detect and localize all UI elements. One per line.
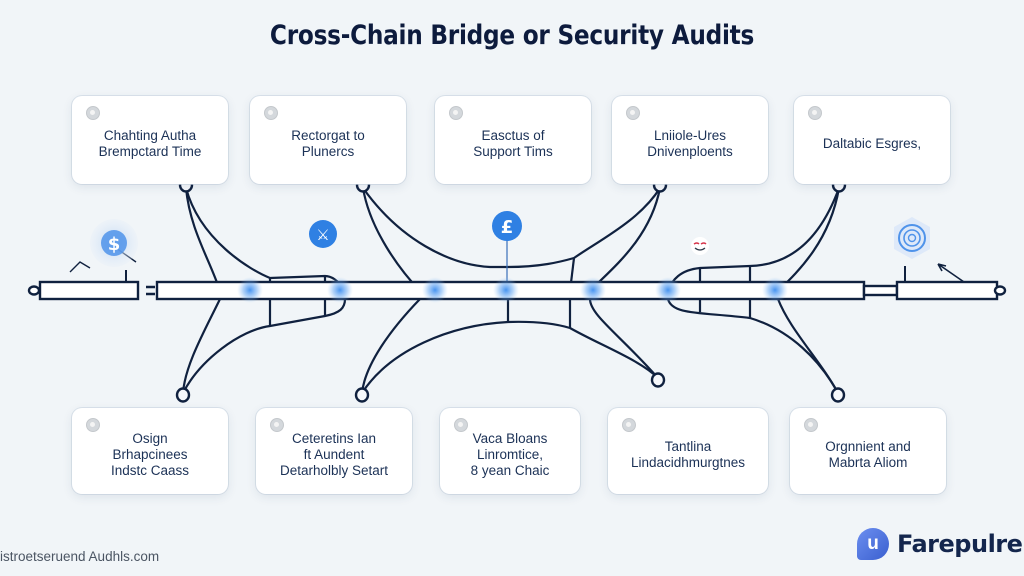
pound-icon: £ [492, 211, 522, 241]
deck-segment-left [38, 280, 140, 301]
brand-logo-icon: u [857, 528, 889, 560]
cable [360, 298, 421, 394]
info-card-bottom-5: Orgnnient and Mabrta Aliom [790, 408, 946, 494]
deck-connector [862, 284, 899, 297]
svg-text:⚔: ⚔ [316, 226, 329, 244]
cable [362, 187, 661, 269]
card-text: Chahting Autha Brempctard Time [98, 128, 202, 159]
brand-logo-group: u Farepulre [857, 528, 1023, 560]
card-text: Ceteretins Ian ft Aundent Detarholbly Se… [279, 431, 389, 478]
circle-icon [86, 106, 100, 120]
node-icon [580, 277, 606, 303]
anchor-ring [830, 387, 846, 403]
info-card-bottom-4: Tantlina Lindacidhmurgtnes [608, 408, 768, 494]
deck-segment-right [895, 280, 999, 301]
card-text: Lniiole-Ures Dnivenploents [647, 128, 733, 159]
circle-icon [454, 418, 468, 432]
cable [361, 187, 421, 292]
info-card-top-5: Daltabic Esgres, [794, 96, 950, 184]
info-card-bottom-2: Ceteretins Ian ft Aundent Detarholbly Se… [256, 408, 412, 494]
node-icon [327, 277, 353, 303]
info-card-bottom-1: Osign Brhapcinees Indstc Caass [72, 408, 228, 494]
hexagon-rose-icon [894, 217, 930, 259]
card-text: Daltabic Esgres, [822, 136, 922, 151]
card-text: Tantlina Lindacidhmurgtnes [630, 439, 746, 470]
arrow-left [69, 261, 91, 273]
dollar-coin-icon: $ [90, 219, 138, 267]
card-text: Easctus of Support Tims [473, 128, 553, 159]
deck-gap [146, 285, 155, 296]
circle-icon [626, 106, 640, 120]
circle-icon [86, 418, 100, 432]
anchor-ring [354, 387, 370, 403]
circle-icon [270, 418, 284, 432]
deck-end-cap [993, 285, 1007, 296]
card-text: Orgnnient and Mabrta Aliom [825, 439, 911, 470]
deck-end-cap [27, 285, 41, 296]
swords-icon: ⚔ [309, 220, 337, 248]
anchor-ring [650, 372, 666, 388]
info-card-bottom-3: Vaca Bloans Linromtice, 8 yean Chaic [440, 408, 580, 494]
info-card-top-2: Rectorgat to Plunercs [250, 96, 406, 184]
upper-cables [69, 187, 965, 292]
anchor-ring [175, 387, 191, 403]
cable [666, 187, 841, 292]
node-icon [237, 277, 263, 303]
cable [588, 298, 659, 379]
lower-cables [181, 298, 839, 394]
footer-url[interactable]: istroetseruend Audhls.com [0, 549, 160, 564]
arrow-right [937, 263, 965, 283]
cable [181, 298, 221, 394]
cable [361, 320, 659, 394]
svg-text:£: £ [501, 217, 514, 238]
cable [182, 298, 347, 394]
info-card-top-4: Lniiole-Ures Dnivenploents [612, 96, 768, 184]
circle-icon [804, 418, 818, 432]
node-icon [422, 277, 448, 303]
node-icon [655, 277, 681, 303]
node-icon [762, 277, 788, 303]
smile-icon [691, 237, 709, 255]
node-icon [493, 277, 519, 303]
card-text: Rectorgat to Plunercs [291, 128, 365, 159]
deck-nodes [237, 277, 788, 303]
info-card-top-3: Easctus of Support Tims [435, 96, 591, 184]
card-text: Vaca Bloans Linromtice, 8 yean Chaic [470, 431, 550, 478]
circle-icon [264, 106, 278, 120]
brand-name: Farepulre [897, 530, 1023, 558]
cable [666, 298, 839, 394]
card-text: Osign Brhapcinees Indstc Caass [110, 431, 190, 478]
info-card-top-1: Chahting Autha Brempctard Time [72, 96, 228, 184]
page-title: Cross-Chain Bridge or Security Audits [269, 20, 755, 51]
circle-icon [808, 106, 822, 120]
svg-text:$: $ [108, 234, 121, 255]
chevron-up-icon [449, 106, 463, 120]
circle-icon [622, 418, 636, 432]
cable [776, 298, 839, 394]
